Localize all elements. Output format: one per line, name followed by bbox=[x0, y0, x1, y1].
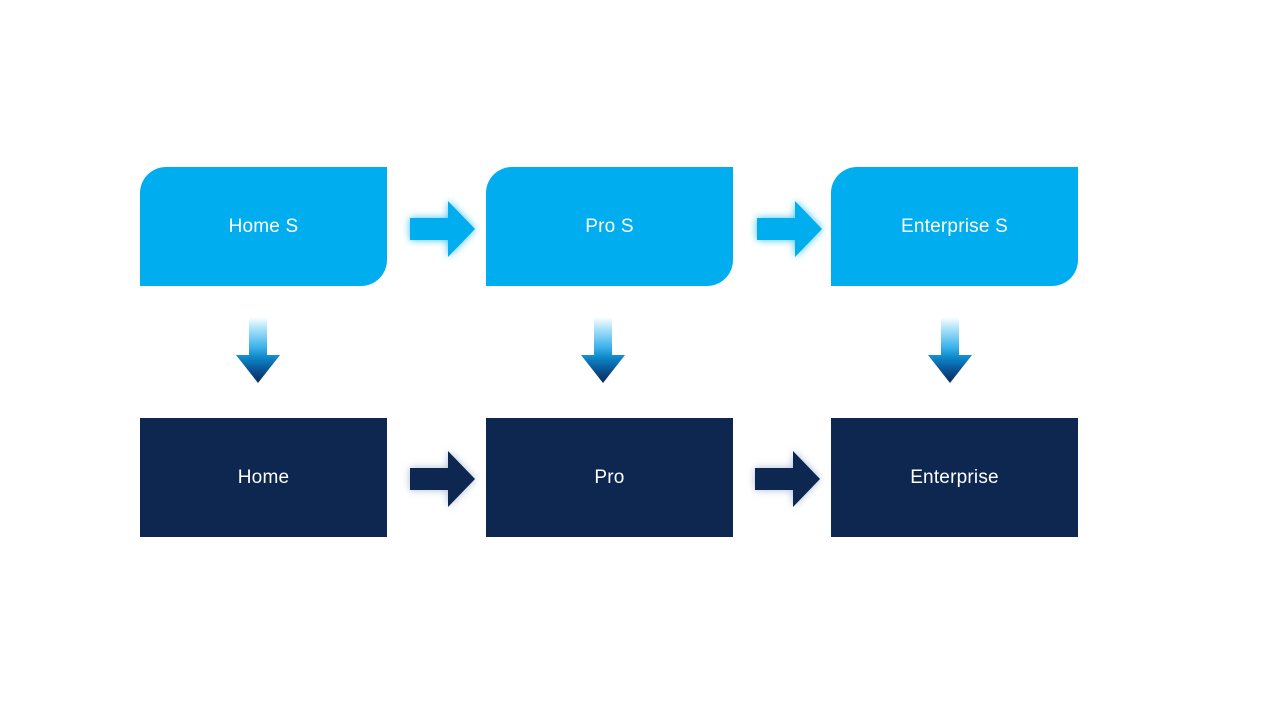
node-label: Home bbox=[237, 466, 290, 488]
node-enterprise-s: Enterprise S bbox=[831, 167, 1078, 286]
right-arrow-icon bbox=[757, 201, 822, 257]
node-home: Home bbox=[140, 418, 387, 537]
right-arrow-icon bbox=[410, 451, 475, 507]
node-label: Home S bbox=[228, 215, 299, 237]
node-label: Pro S bbox=[585, 215, 634, 237]
node-home-s: Home S bbox=[140, 167, 387, 286]
node-enterprise: Enterprise bbox=[831, 418, 1078, 537]
down-arrow-icon bbox=[581, 317, 625, 383]
right-arrow-icon bbox=[755, 451, 820, 507]
node-label: Pro bbox=[594, 466, 625, 488]
node-pro-s: Pro S bbox=[486, 167, 733, 286]
node-label: Enterprise bbox=[910, 466, 999, 488]
down-arrow-icon bbox=[928, 317, 972, 383]
node-pro: Pro bbox=[486, 418, 733, 537]
node-label: Enterprise S bbox=[901, 215, 1008, 237]
down-arrow-icon bbox=[236, 317, 280, 383]
right-arrow-icon bbox=[410, 201, 475, 257]
